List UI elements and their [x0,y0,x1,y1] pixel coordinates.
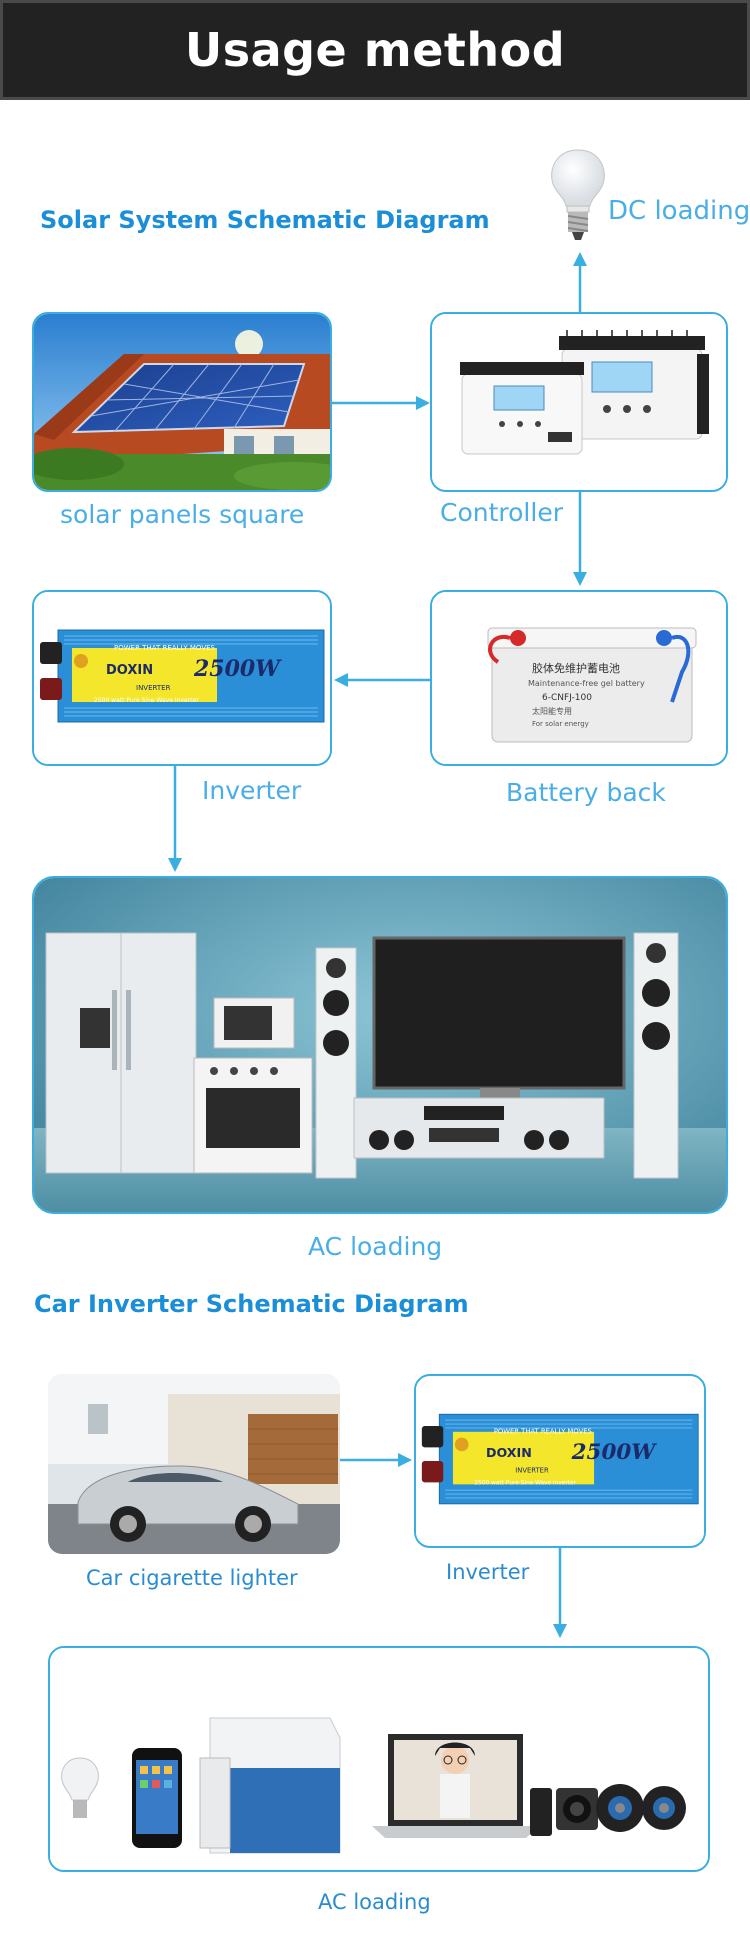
svg-text:For solar energy: For solar energy [532,720,589,728]
svg-text:2500W: 2500W [571,1440,658,1465]
svg-text:6-CNFJ-100: 6-CNFJ-100 [542,693,592,703]
svg-text:2500 watt Pure Sine Wave Inver: 2500 watt Pure Sine Wave Inverter [94,697,199,704]
car-inverter-image: DOXIN 2500W INVERTER POWER THAT REALLY M… [414,1374,706,1548]
svg-text:INVERTER: INVERTER [136,684,171,692]
svg-text:DOXIN: DOXIN [486,1445,532,1460]
dc-bulb-icon [548,148,608,244]
battery-label: Battery back [506,778,666,807]
svg-text:POWER THAT REALLY MOVES: POWER THAT REALLY MOVES [494,1428,592,1436]
svg-text:INVERTER: INVERTER [515,1467,549,1475]
solar-panels-image [32,312,332,492]
page-header: Usage method [0,0,750,100]
svg-text:2500 watt Pure Sine Wave Inver: 2500 watt Pure Sine Wave Inverter [474,1480,576,1486]
svg-text:POWER THAT REALLY MOVES: POWER THAT REALLY MOVES [114,644,216,652]
svg-text:Maintenance-free gel battery: Maintenance-free gel battery [528,679,645,688]
page-title: Usage method [184,23,566,77]
controller-label: Controller [440,498,563,527]
home-appliances-image [32,876,728,1214]
solar-inverter-label: Inverter [202,776,302,805]
svg-text:胶体免维护蓄电池: 胶体免维护蓄电池 [532,661,620,675]
svg-text:DOXIN: DOXIN [106,663,153,678]
battery-image: 胶体免维护蓄电池 Maintenance-free gel battery 6-… [430,590,728,766]
solar-inverter-image: DOXIN 2500W INVERTER POWER THAT REALLY M… [32,590,332,766]
controller-image [430,312,728,492]
car-image [48,1374,340,1554]
svg-text:2500W: 2500W [193,656,282,682]
car-ac-loading-label: AC loading [318,1890,431,1914]
portable-devices-image [48,1646,710,1872]
svg-text:太阳能专用: 太阳能专用 [532,706,572,716]
car-section-title: Car Inverter Schematic Diagram [34,1290,469,1318]
car-inverter-label: Inverter [446,1560,530,1584]
solar-section-title: Solar System Schematic Diagram [40,206,490,234]
solar-ac-loading-label: AC loading [308,1232,443,1261]
car-lighter-label: Car cigarette lighter [86,1566,298,1590]
solar-panels-label: solar panels square [60,500,305,529]
dc-loading-label: DC loading [608,196,750,226]
